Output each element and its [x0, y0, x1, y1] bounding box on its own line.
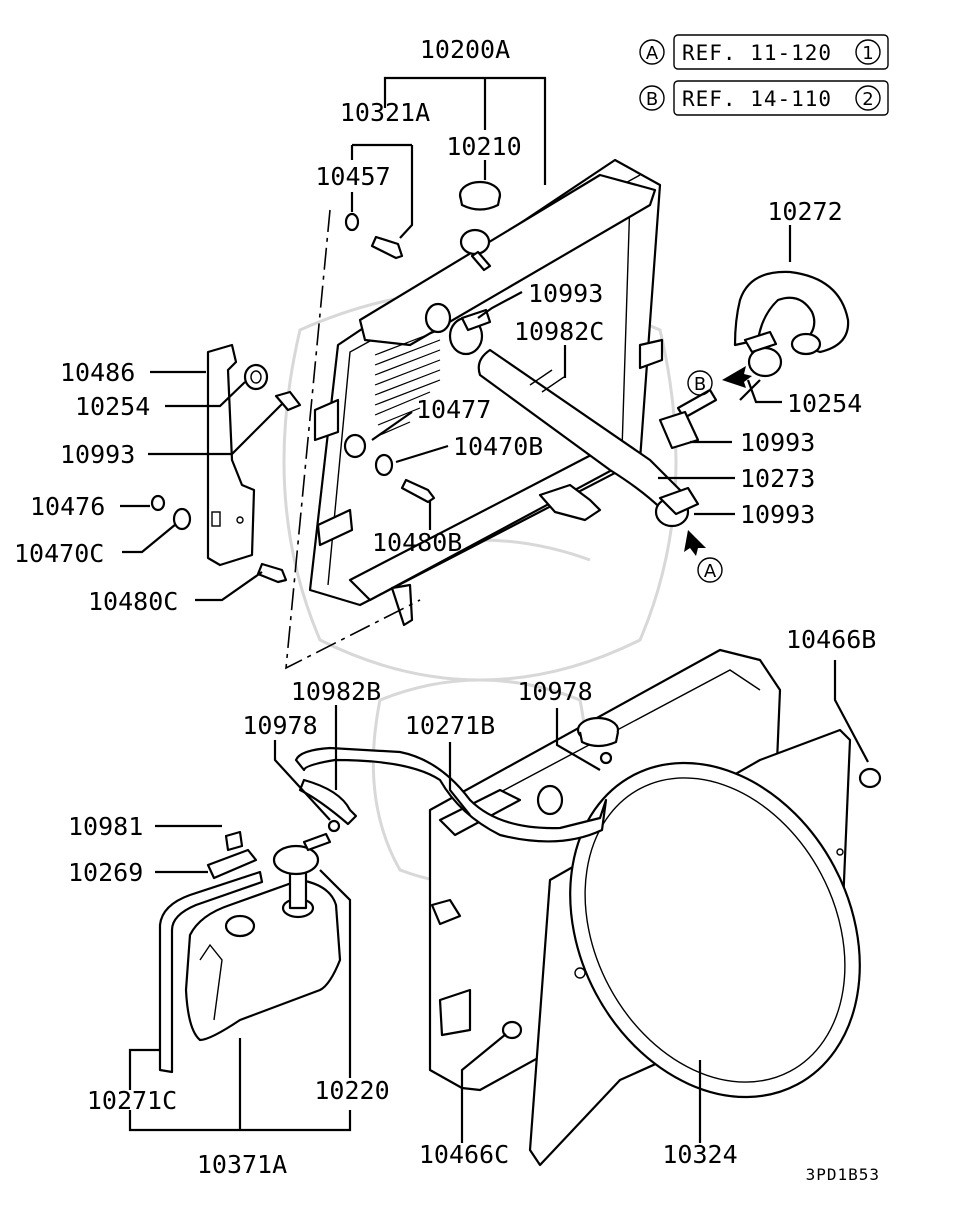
ref-b-text: REF. 14-110	[682, 87, 832, 111]
label-10466b: 10466B	[786, 625, 876, 654]
label-10324: 10324	[662, 1140, 737, 1169]
upper-radiator	[308, 158, 664, 627]
label-10981: 10981	[68, 812, 143, 841]
ref-b-marker: B	[646, 89, 658, 110]
grommet-10254-left	[243, 363, 269, 391]
label-10269: 10269	[68, 858, 143, 887]
ref-a-text: REF. 11-120	[682, 41, 832, 65]
core-fins	[374, 329, 441, 436]
bolt-10981	[224, 830, 244, 852]
label-10982b: 10982B	[291, 677, 381, 706]
ref-a-index: 1	[862, 43, 873, 64]
label-10470c: 10470C	[14, 539, 104, 568]
label-10254-a: 10254	[75, 392, 150, 421]
label-10200a: 10200A	[420, 35, 510, 64]
lower-hose	[477, 348, 700, 528]
label-10993-d: 10993	[740, 500, 815, 529]
arrow-b-icon	[722, 366, 752, 388]
clip-10978-left	[327, 819, 341, 833]
label-10271c: 10271C	[87, 1086, 177, 1115]
label-10480c: 10480C	[88, 587, 178, 616]
bolt-10480c	[256, 562, 288, 584]
label-10271b: 10271B	[405, 711, 495, 740]
collar-10477	[274, 390, 302, 412]
leader-lines	[120, 76, 869, 1143]
label-10982c: 10982C	[514, 317, 604, 346]
fan-shroud	[528, 728, 882, 1167]
washer-10457	[344, 212, 360, 232]
ref-a-marker: A	[646, 43, 659, 64]
hose-10271c	[158, 870, 264, 1074]
arrow-a-icon	[684, 530, 706, 556]
label-10321a: 10321A	[340, 98, 430, 127]
washer-10470b	[374, 453, 394, 477]
label-10220: 10220	[314, 1076, 389, 1105]
label-10993-a: 10993	[528, 279, 603, 308]
flow-marker-b: B	[694, 374, 706, 395]
reference-legend: A REF. 11-120 1 B REF. 14-110 2	[639, 34, 889, 116]
hose-clip-10982b	[298, 778, 358, 826]
label-10466c: 10466C	[419, 1140, 509, 1169]
radiator-cap	[458, 180, 502, 211]
label-10272: 10272	[767, 197, 842, 226]
bolt-10466c	[501, 1020, 523, 1040]
overflow-hose	[294, 746, 608, 843]
alignment-line	[285, 209, 421, 670]
label-10470b: 10470B	[453, 432, 543, 461]
label-10993-b: 10254	[787, 389, 862, 418]
bracket-10269	[206, 848, 258, 880]
label-10486: 10486	[60, 358, 135, 387]
label-10457: 10457	[315, 162, 390, 191]
label-10273: 10273	[740, 464, 815, 493]
label-10978-b: 10978	[242, 711, 317, 740]
ref-b-index: 2	[862, 89, 873, 110]
part-labels: 10200A 10321A 10210 10457 10272 10993 10…	[14, 35, 876, 1179]
marker-b-circle	[687, 370, 713, 396]
grommet-10254-right	[343, 433, 367, 459]
flow-marker-a: A	[704, 561, 717, 582]
washer-10470c	[172, 507, 192, 531]
label-10480b: 10480B	[372, 528, 462, 557]
bolt-10321a	[370, 235, 404, 260]
drawing-code: 3PD1B53	[806, 1165, 880, 1184]
nut-10476	[150, 494, 166, 512]
label-10210: 10210	[446, 132, 521, 161]
label-10371a: 10371A	[197, 1150, 287, 1179]
marker-a-circle	[697, 557, 723, 583]
label-10477: 10993	[60, 440, 135, 469]
reservoir-tank	[158, 830, 342, 1074]
label-10476: 10476	[30, 492, 105, 521]
label-10993-c: 10993	[740, 428, 815, 457]
upper-hose	[658, 270, 850, 450]
label-10254-b: 10477	[416, 395, 491, 424]
label-10978-a: 10978	[517, 677, 592, 706]
